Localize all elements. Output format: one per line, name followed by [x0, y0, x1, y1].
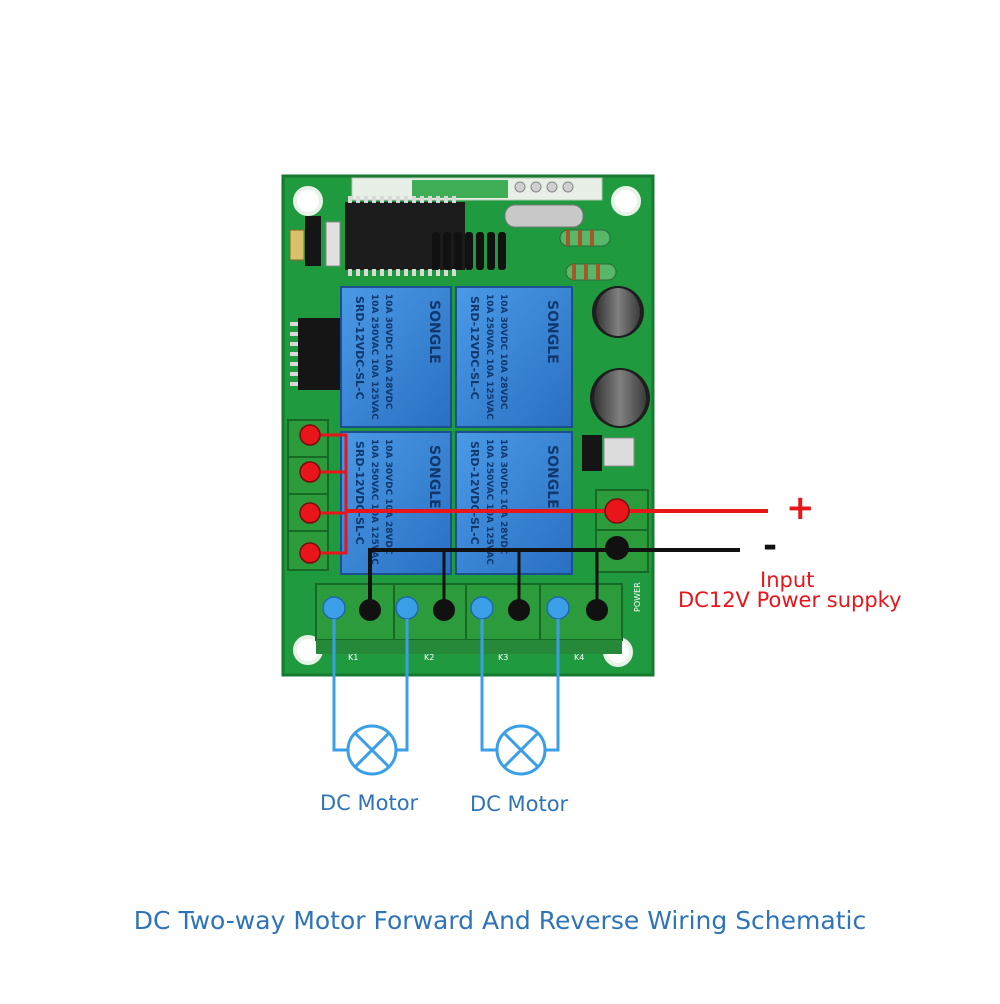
motor-wiring [332, 619, 560, 752]
antenna-coil [432, 232, 506, 270]
relay-rating: 10A 250VAC 10A 125VAC [484, 439, 494, 565]
inductor [559, 229, 611, 247]
relay-k2: SONGLE SRD-12VDC-SL-C 10A 250VAC 10A 125… [455, 286, 573, 428]
motor-label-1: DC Motor [320, 791, 419, 815]
relay-rating: 10A 250VAC 10A 125VAC [369, 439, 379, 565]
positive-terminals [299, 424, 630, 564]
motor-label-2: DC Motor [470, 792, 569, 816]
relay-rating: 10A 30VDC 10A 28VDC [498, 439, 508, 555]
motor-symbol [495, 724, 547, 776]
relay-k1: SONGLE SRD-12VDC-SL-C 10A 250VAC 10A 125… [340, 286, 452, 428]
relay-brand: SONGLE [544, 300, 560, 364]
k4-silk-label: K4 [574, 653, 584, 662]
relay-rating: 10A 250VAC 10A 125VAC [484, 294, 494, 420]
power-supply-label: DC12V Power suppky [678, 588, 902, 612]
relay-model: SRD-12VDC-SL-C [468, 441, 481, 545]
relay-rating: 10A 250VAC 10A 125VAC [369, 294, 379, 420]
relay-model: SRD-12VDC-SL-C [353, 441, 366, 545]
header-pins [305, 216, 321, 266]
k1-silk-label: K1 [348, 653, 358, 662]
power-silk-label: POWER [633, 582, 642, 612]
diode [582, 435, 602, 471]
mounting-hole [611, 186, 641, 216]
mounting-hole [293, 186, 323, 216]
relay-model: SRD-12VDC-SL-C [468, 296, 481, 400]
relay-rating: 10A 30VDC 10A 28VDC [383, 439, 393, 555]
relay-rating: 10A 30VDC 10A 28VDC [498, 294, 508, 410]
relay-k3: SONGLE SRD-12VDC-SL-C 10A 250VAC 10A 125… [340, 431, 452, 575]
driver-chip [298, 318, 340, 390]
relay-brand: SONGLE [544, 445, 560, 509]
inductor [565, 263, 617, 281]
jumper-header [289, 229, 305, 261]
relay-brand: SONGLE [426, 300, 442, 364]
relay-model: SRD-12VDC-SL-C [353, 296, 366, 400]
crystal [504, 204, 584, 228]
relay-rating: 10A 30VDC 10A 28VDC [383, 294, 393, 410]
relay-brand: SONGLE [426, 445, 442, 509]
relay-k4: SONGLE SRD-12VDC-SL-C 10A 250VAC 10A 125… [455, 431, 573, 575]
input-label: Input [760, 568, 815, 592]
k3-silk-label: K3 [498, 653, 508, 662]
positive-sign: + [786, 488, 815, 528]
k2-silk-label: K2 [424, 653, 434, 662]
motor-symbol [346, 724, 398, 776]
diagram-caption: DC Two-way Motor Forward And Reverse Wir… [133, 906, 867, 935]
negative-terminals [359, 536, 629, 621]
negative-sign: - [763, 526, 778, 566]
